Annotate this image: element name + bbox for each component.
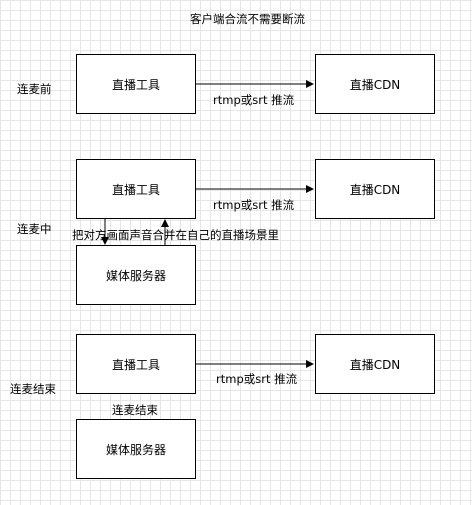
stage-label-before: 连麦前 [17, 82, 52, 96]
media-server-box-1: 媒体服务器 [76, 245, 196, 305]
live-cdn-label: 直播CDN [349, 77, 401, 92]
diagram-title: 客户端合流不需要断流 [190, 12, 305, 26]
push-label-2: rtmp或srt 推流 [213, 198, 295, 212]
live-cdn-label: 直播CDN [349, 357, 401, 372]
end-note: 连麦结束 [112, 403, 158, 417]
live-tool-box-1: 直播工具 [76, 54, 196, 114]
live-cdn-label: 直播CDN [349, 182, 401, 197]
push-label-3: rtmp或srt 推流 [216, 372, 298, 386]
media-server-box-2: 媒体服务器 [76, 419, 196, 479]
media-server-label: 媒体服务器 [105, 268, 166, 283]
push-label-1: rtmp或srt 推流 [213, 93, 295, 107]
live-tool-box-3: 直播工具 [76, 334, 196, 394]
live-cdn-box-2: 直播CDN [315, 159, 435, 219]
live-tool-label: 直播工具 [111, 77, 160, 92]
merge-note: 把对方画面声音合并在自己的直播场景里 [72, 228, 279, 242]
stage-label-end: 连麦结束 [10, 382, 56, 396]
live-tool-label: 直播工具 [111, 182, 160, 197]
live-tool-label: 直播工具 [111, 357, 160, 372]
live-cdn-box-1: 直播CDN [315, 54, 435, 114]
stage-label-during: 连麦中 [17, 222, 52, 236]
live-cdn-box-3: 直播CDN [315, 334, 435, 394]
media-server-label: 媒体服务器 [105, 442, 166, 457]
live-tool-box-2: 直播工具 [76, 159, 196, 219]
